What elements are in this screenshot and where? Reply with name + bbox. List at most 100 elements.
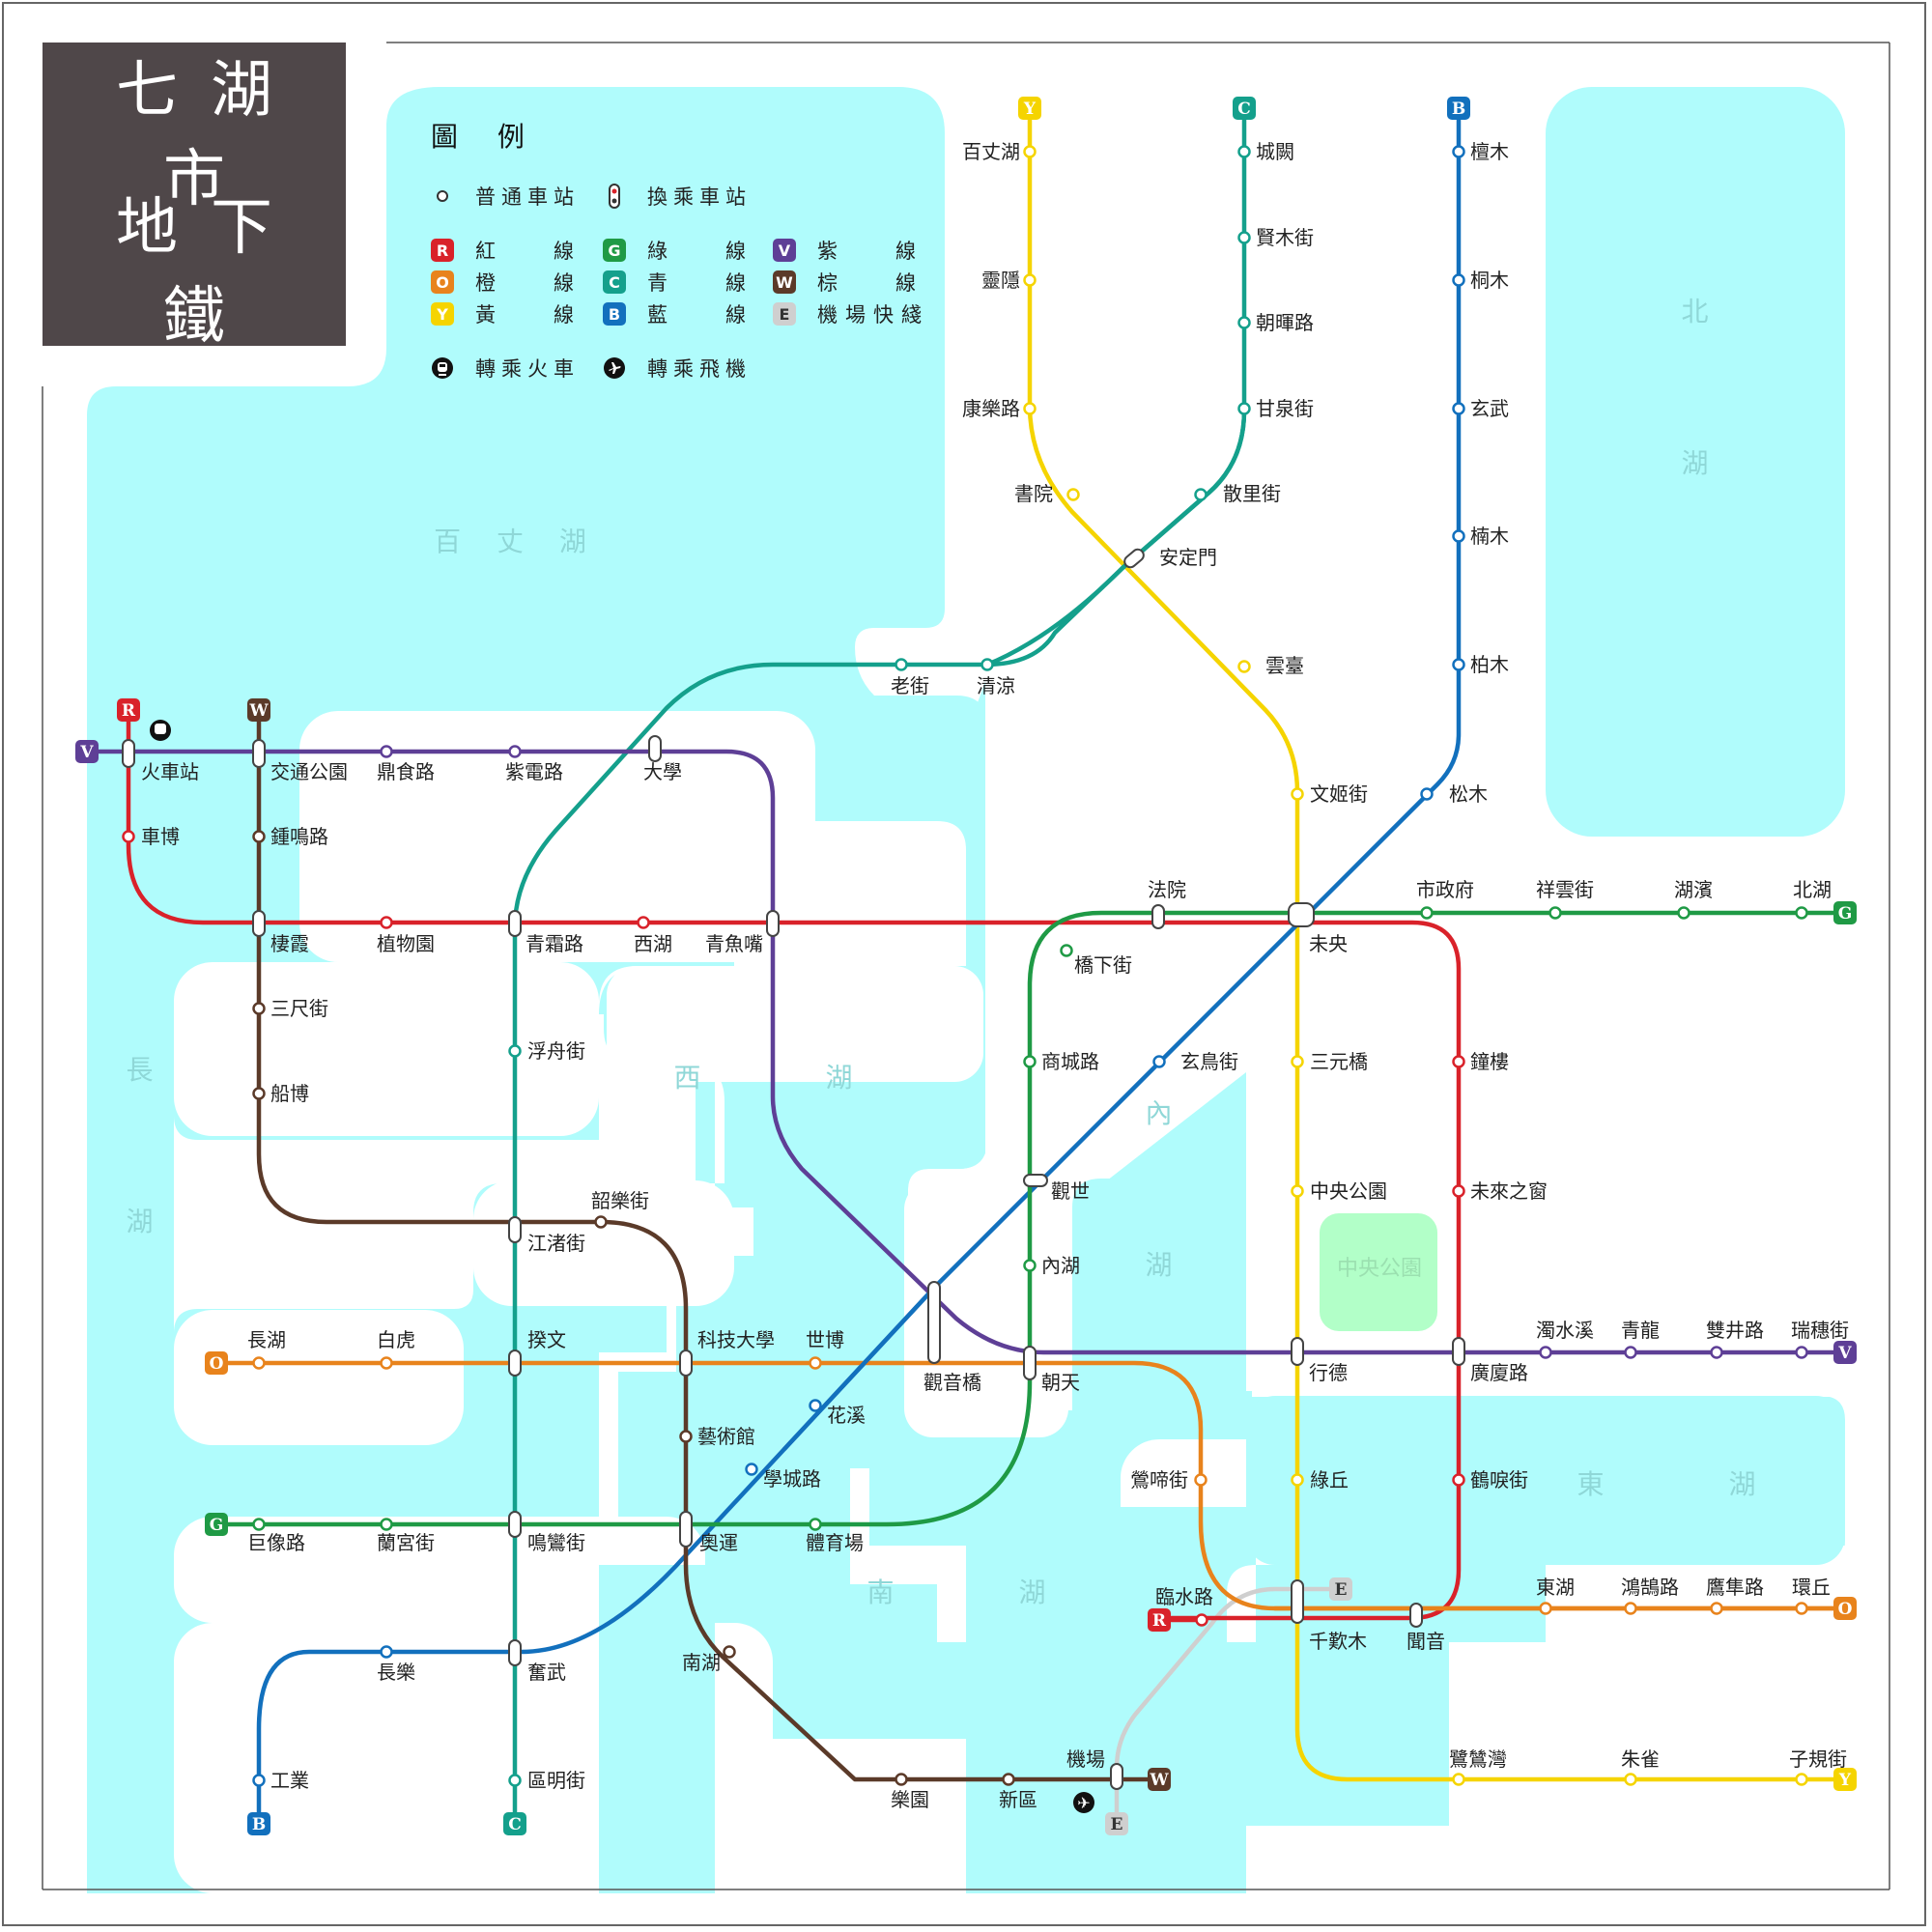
interchange-y11[interactable] bbox=[1291, 1337, 1304, 1366]
station-w9[interactable] bbox=[1002, 1773, 1015, 1786]
station-y4[interactable] bbox=[1066, 488, 1080, 501]
station-b6[interactable] bbox=[1420, 787, 1434, 801]
station-y3[interactable] bbox=[1023, 402, 1037, 415]
interchange-v4[interactable] bbox=[927, 1281, 941, 1364]
station-y7[interactable] bbox=[1291, 787, 1304, 801]
interchange-b8[interactable] bbox=[1023, 1174, 1048, 1187]
station-c4[interactable] bbox=[1237, 402, 1251, 415]
station-g3[interactable] bbox=[1023, 1055, 1037, 1068]
station-r8[interactable] bbox=[1452, 1184, 1465, 1198]
interchange-w10[interactable] bbox=[1110, 1763, 1123, 1790]
station-v8[interactable] bbox=[1710, 1346, 1723, 1359]
interchange-y8[interactable] bbox=[1288, 902, 1315, 927]
label-v1: 交通公園 bbox=[270, 760, 348, 783]
station-v3[interactable] bbox=[508, 745, 522, 758]
station-y9[interactable] bbox=[1291, 1055, 1304, 1068]
station-w7[interactable] bbox=[723, 1645, 736, 1659]
interchange-v5[interactable] bbox=[1023, 1346, 1037, 1380]
station-v6[interactable] bbox=[1539, 1346, 1552, 1359]
station-c10[interactable] bbox=[508, 1044, 522, 1058]
station-c7[interactable] bbox=[980, 658, 994, 671]
station-b5[interactable] bbox=[1452, 658, 1465, 671]
station-y6[interactable] bbox=[1237, 660, 1251, 673]
interchange-y13[interactable] bbox=[1291, 1579, 1304, 1624]
station-b12[interactable] bbox=[380, 1645, 393, 1659]
station-y14[interactable] bbox=[1452, 1773, 1465, 1786]
interchange-c13[interactable] bbox=[508, 1511, 522, 1538]
station-o5[interactable] bbox=[1539, 1602, 1552, 1615]
station-o1[interactable] bbox=[252, 1356, 266, 1370]
station-y12[interactable] bbox=[1291, 1473, 1304, 1487]
station-b3[interactable] bbox=[1452, 402, 1465, 415]
interchange-y5[interactable] bbox=[1122, 547, 1147, 569]
station-y16[interactable] bbox=[1795, 1773, 1808, 1786]
station-c6[interactable] bbox=[895, 658, 908, 671]
station-v9[interactable] bbox=[1795, 1346, 1808, 1359]
interchange-v1[interactable] bbox=[252, 739, 266, 768]
interchange-c8[interactable] bbox=[648, 735, 662, 762]
station-v2[interactable] bbox=[380, 745, 393, 758]
station-o6[interactable] bbox=[1624, 1602, 1637, 1615]
station-g11[interactable] bbox=[809, 1518, 822, 1531]
station-g6[interactable] bbox=[1548, 906, 1562, 920]
station-b7[interactable] bbox=[1152, 1055, 1166, 1068]
station-c5[interactable] bbox=[1194, 488, 1208, 501]
station-o4[interactable] bbox=[1194, 1473, 1208, 1487]
station-w8[interactable] bbox=[895, 1773, 908, 1786]
station-b2[interactable] bbox=[1452, 273, 1465, 287]
station-y10[interactable] bbox=[1291, 1184, 1304, 1198]
interchange-g1[interactable] bbox=[1151, 904, 1165, 929]
legend-line-airport: E 機場快綫 bbox=[773, 299, 923, 328]
station-b1[interactable] bbox=[1452, 145, 1465, 158]
interchange-r11[interactable] bbox=[1409, 1603, 1423, 1628]
station-c1[interactable] bbox=[1237, 145, 1251, 158]
station-y15[interactable] bbox=[1624, 1773, 1637, 1786]
line-cyan-upper bbox=[984, 408, 1247, 668]
station-b4[interactable] bbox=[1452, 529, 1465, 543]
station-g8[interactable] bbox=[1795, 906, 1808, 920]
interchange-r9[interactable] bbox=[1452, 1337, 1465, 1366]
station-b13[interactable] bbox=[252, 1774, 266, 1787]
interchange-r1[interactable] bbox=[122, 739, 135, 768]
station-w1[interactable] bbox=[252, 830, 266, 843]
station-g10[interactable] bbox=[380, 1518, 393, 1531]
station-g7[interactable] bbox=[1677, 906, 1690, 920]
station-c15[interactable] bbox=[508, 1774, 522, 1787]
station-o7[interactable] bbox=[1710, 1602, 1723, 1615]
station-w6[interactable] bbox=[679, 1430, 693, 1443]
station-o2[interactable] bbox=[380, 1356, 393, 1370]
station-b10[interactable] bbox=[745, 1463, 758, 1476]
station-g4[interactable] bbox=[1023, 1259, 1037, 1272]
station-y1[interactable] bbox=[1023, 145, 1037, 158]
station-g9[interactable] bbox=[252, 1518, 266, 1531]
station-w2[interactable] bbox=[252, 1002, 266, 1015]
station-w4[interactable] bbox=[594, 1215, 608, 1229]
interchange-w5[interactable] bbox=[679, 1350, 693, 1377]
station-r2[interactable] bbox=[122, 830, 135, 843]
interchange-c12[interactable] bbox=[508, 1350, 522, 1377]
station-y2[interactable] bbox=[1023, 273, 1037, 287]
station-g5[interactable] bbox=[1420, 906, 1434, 920]
station-r5[interactable] bbox=[637, 916, 650, 929]
station-b9[interactable] bbox=[809, 1399, 822, 1412]
interchange-c9[interactable] bbox=[508, 910, 522, 937]
station-c2[interactable] bbox=[1237, 231, 1251, 244]
station-c3[interactable] bbox=[1237, 316, 1251, 329]
station-r7[interactable] bbox=[1452, 1055, 1465, 1068]
interchange-c14[interactable] bbox=[508, 1639, 522, 1666]
interchange-r6[interactable] bbox=[766, 910, 780, 937]
station-w3[interactable] bbox=[252, 1087, 266, 1100]
label-c1: 城闕 bbox=[1256, 140, 1294, 163]
interchange-c11[interactable] bbox=[508, 1216, 522, 1243]
interchange-b11[interactable] bbox=[679, 1511, 693, 1548]
station-r12[interactable] bbox=[1195, 1613, 1208, 1627]
station-v7[interactable] bbox=[1624, 1346, 1637, 1359]
interchange-r3[interactable] bbox=[252, 910, 266, 937]
station-r10[interactable] bbox=[1452, 1473, 1465, 1487]
station-g2[interactable] bbox=[1060, 944, 1073, 957]
line-blue bbox=[256, 105, 1462, 1827]
station-o8[interactable] bbox=[1795, 1602, 1808, 1615]
station-r4[interactable] bbox=[380, 916, 393, 929]
badge-yellow-right: Y bbox=[1833, 1768, 1857, 1791]
station-o3[interactable] bbox=[809, 1356, 822, 1370]
